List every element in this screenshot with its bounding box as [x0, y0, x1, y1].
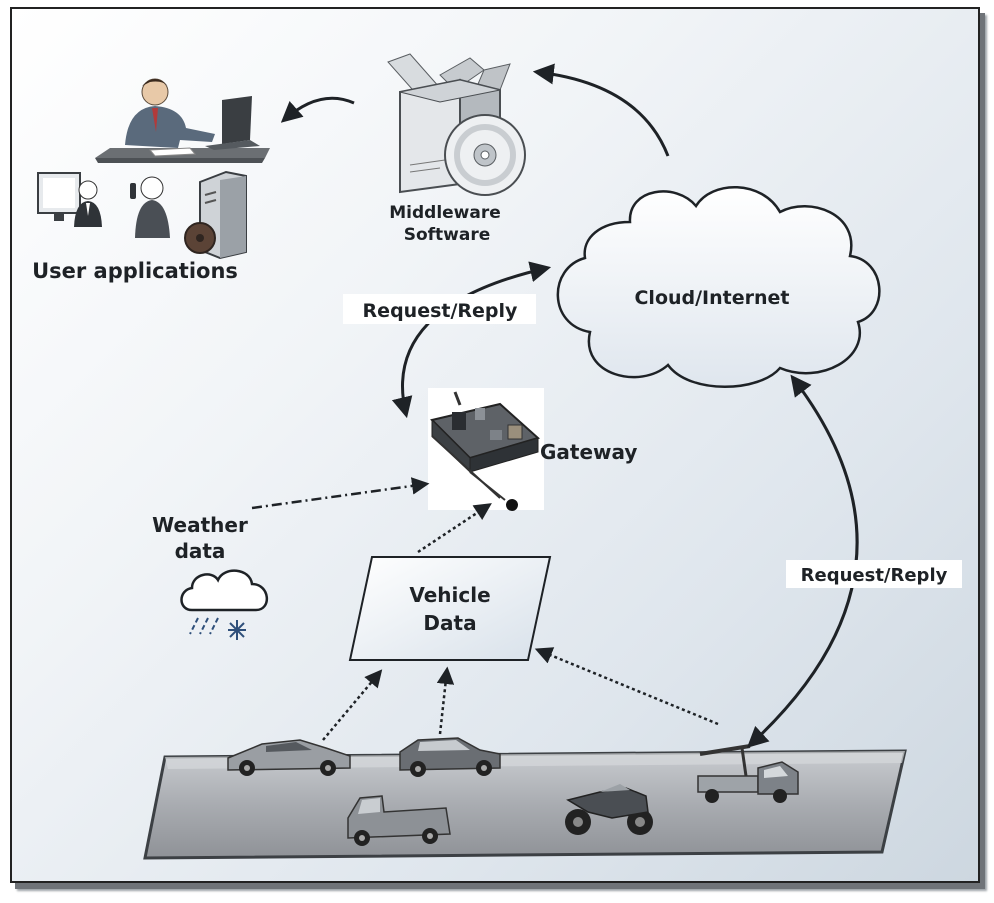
request-reply-top-bg [343, 294, 536, 324]
user-applications-label: User applications [32, 259, 238, 283]
arrow-cranetruck-to-vehicle-data [534, 647, 719, 726]
arrow-cloud-to-middleware [532, 63, 670, 157]
snow-rain-cloud-icon [180, 569, 268, 640]
middleware-label-line2: Software [404, 225, 491, 245]
arrow-weather-to-gateway [251, 477, 430, 510]
arrow-hatchback-to-vehicle-data [436, 666, 455, 735]
vehicle-data-label-line2: Data [423, 611, 476, 635]
request-reply-right-bg [786, 560, 962, 588]
sports-car-icon [227, 739, 351, 776]
gateway-board-icon [428, 388, 544, 511]
request-reply-top-label: Request/Reply [363, 300, 518, 322]
cloud-icon [556, 185, 881, 388]
user-applications-icon [37, 78, 270, 260]
cloud-label: Cloud/Internet [634, 287, 789, 309]
hatchback-car-icon [399, 737, 501, 777]
vehicle-data-label-line1: Vehicle [409, 583, 490, 607]
crane-truck-icon [697, 744, 799, 803]
arrow-sportscar-to-vehicle-data [322, 669, 383, 741]
middleware-software-icon [387, 53, 526, 196]
small-truck-icon [347, 795, 451, 846]
arrow-middleware-to-user [280, 96, 355, 123]
weather-label-line1: Weather [152, 513, 248, 537]
vehicle-data-box [348, 556, 552, 661]
gateway-label: Gateway [540, 440, 637, 464]
motorcycle-icon [565, 784, 653, 835]
request-reply-right-label: Request/Reply [801, 565, 948, 586]
weather-label-line2: data [175, 539, 226, 563]
arrow-vehicle-data-to-gateway [417, 503, 492, 554]
middleware-label-line1: Middleware [389, 203, 501, 223]
